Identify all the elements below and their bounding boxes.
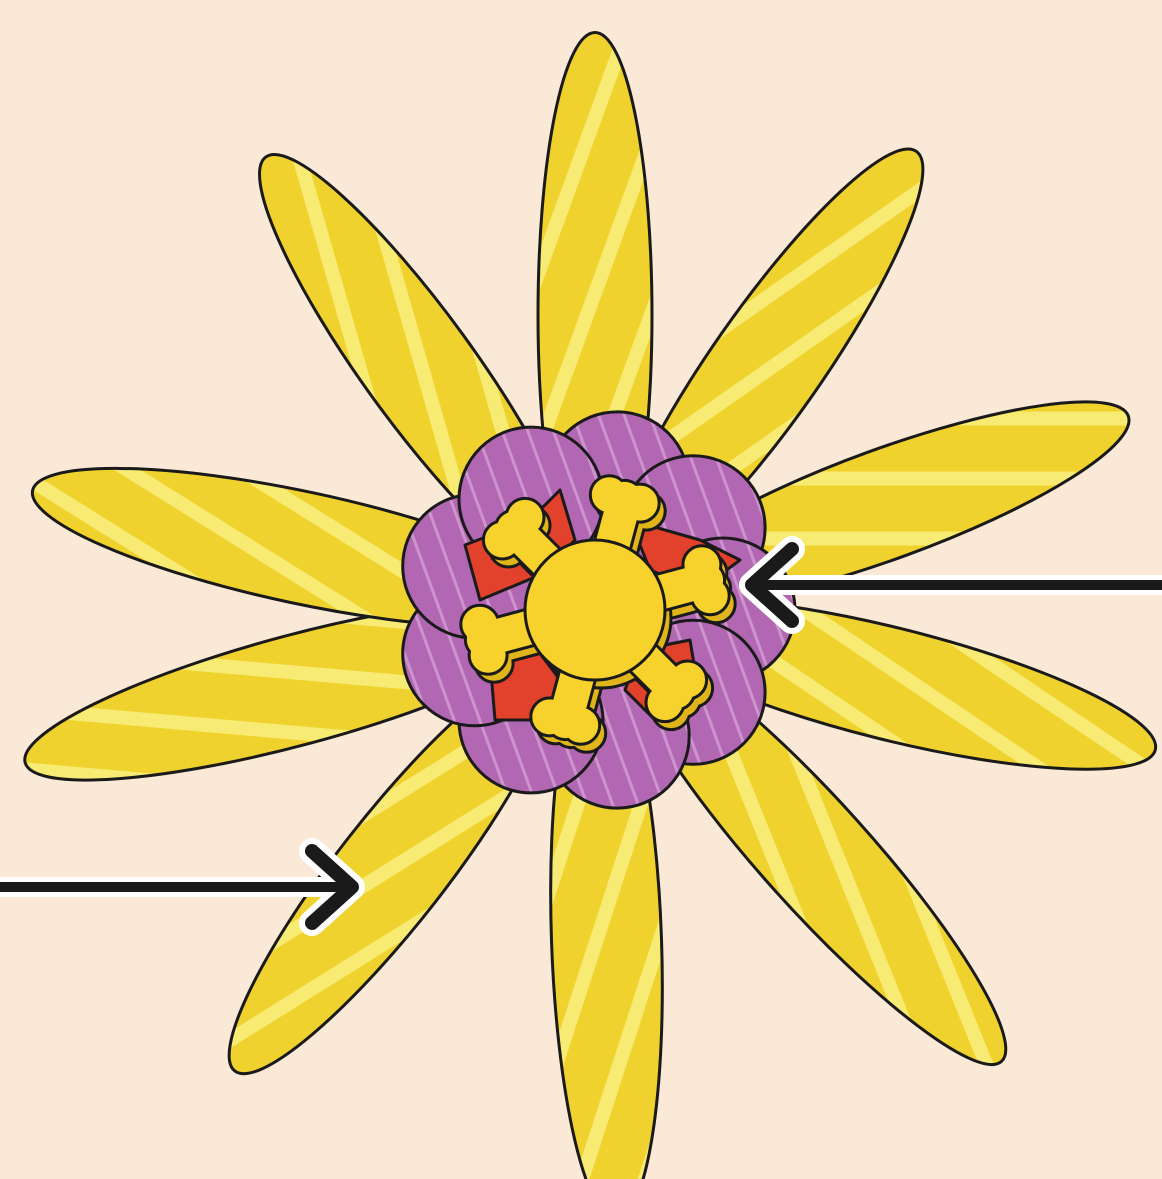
center-disk: [525, 540, 665, 680]
